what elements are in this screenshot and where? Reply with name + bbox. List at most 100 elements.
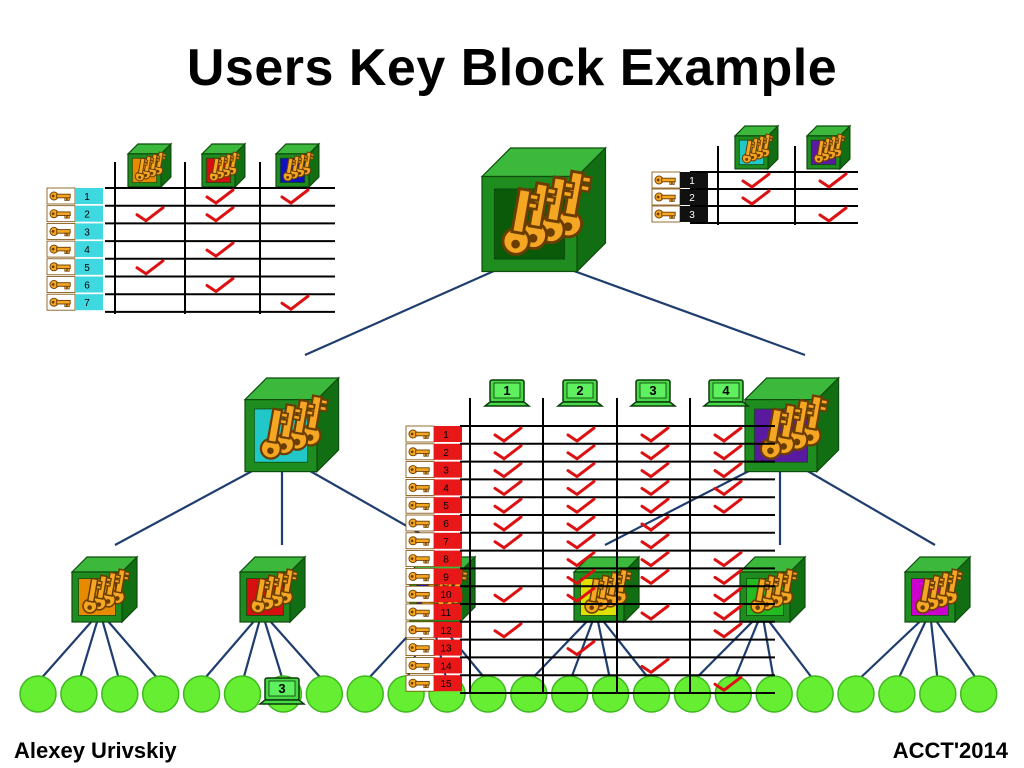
check-mark [713,497,743,514]
check-mark [713,444,743,461]
row-label: 11 [441,608,452,619]
check-mark [566,568,596,585]
user-node [305,675,344,713]
check-mark [493,515,523,532]
laptop-icon: 2 [555,379,605,407]
row-label: 5 [443,501,449,512]
tree-line [760,611,776,683]
key-row-tag: 2 [46,205,103,223]
user-node [101,675,139,713]
tree-connector-lines [37,253,980,683]
check-mark [566,586,596,603]
check-mark [493,622,523,639]
check-mark [566,640,596,657]
key-row-tag: 3 [405,461,462,479]
laptop-icon: 3 [628,379,678,407]
check-mark [640,604,670,621]
key-row-tag: 1 [46,187,103,205]
key-cubes [70,146,972,624]
check-mark [640,533,670,550]
check-mark [135,206,165,223]
laptop-label: 3 [649,383,656,398]
mid-left-key-cube [243,376,341,474]
row-label: 2 [84,210,90,221]
key-row-tag: 10 [405,585,462,603]
check-mark [713,568,743,585]
table-header-cube [200,142,247,189]
check-mark [566,515,596,532]
leaf-key-cube [70,555,139,624]
key-row-tag: 4 [405,478,462,496]
table-header-cube [126,142,173,189]
row-label: 15 [440,679,452,690]
check-mark [640,426,670,443]
row-label: 1 [84,192,90,203]
user-node [837,675,875,713]
row-label: 1 [443,430,449,441]
laptop-icon: 4 [701,379,751,407]
user-node [346,675,384,713]
row-label: 10 [440,590,452,601]
user-node [141,675,180,713]
key-row-tag: 3 [46,222,103,240]
check-mark [493,586,523,603]
tree-line [37,611,101,683]
check-mark [713,586,743,603]
check-mark [713,479,743,496]
leaf-key-cube [903,555,972,624]
user-node [919,675,957,713]
key-row-tag: 6 [46,276,103,293]
check-mark [713,622,743,639]
row-label: 7 [84,298,90,309]
check-mark [493,479,523,496]
check-mark [640,568,670,585]
check-mark [640,657,670,674]
tree-line [732,611,764,683]
bottom-laptop-icon: 3 [257,677,307,705]
check-mark [135,259,165,276]
row-label: 2 [689,193,695,204]
check-mark [205,188,235,205]
key-row-tag: 4 [46,240,103,258]
laptop-label: 3 [278,681,285,696]
user-node [796,675,834,713]
tree-line [855,611,931,683]
row-label: 14 [440,661,452,672]
check-mark [566,533,596,550]
table-header-cube [805,124,852,171]
tree-line [200,611,263,683]
check-mark [205,241,235,258]
tree-line [929,611,980,683]
table-header-cube [274,142,321,189]
mid-right-key-cube [743,376,841,474]
check-mark [640,497,670,514]
key-row-tag: 12 [405,621,462,639]
check-mark [493,497,523,514]
row-label: 4 [443,483,449,494]
tree-line [761,611,816,683]
key-row-tag: 2 [651,188,708,206]
row-label: 6 [84,281,90,292]
tree-line [528,611,597,683]
check-mark [713,462,743,479]
check-mark [640,515,670,532]
check-mark [493,444,523,461]
tree-line [99,611,162,683]
row-label: 3 [689,210,695,221]
key-row-tag: 5 [46,258,103,276]
key-row-tag: 14 [405,657,462,674]
check-mark [640,551,670,568]
row-label: 2 [443,448,449,459]
key-row-tag: 6 [405,514,462,532]
key-row-tag: 2 [405,443,462,461]
key-row-tag: 8 [405,550,462,567]
check-mark [566,426,596,443]
row-label: 9 [443,572,449,583]
key-row-tag: 15 [405,674,462,692]
check-mark [493,462,523,479]
key-row-tag: 7 [46,293,103,311]
check-mark [205,277,235,293]
tree-line [77,611,102,683]
check-mark [640,462,670,479]
row-label: 8 [443,555,449,566]
